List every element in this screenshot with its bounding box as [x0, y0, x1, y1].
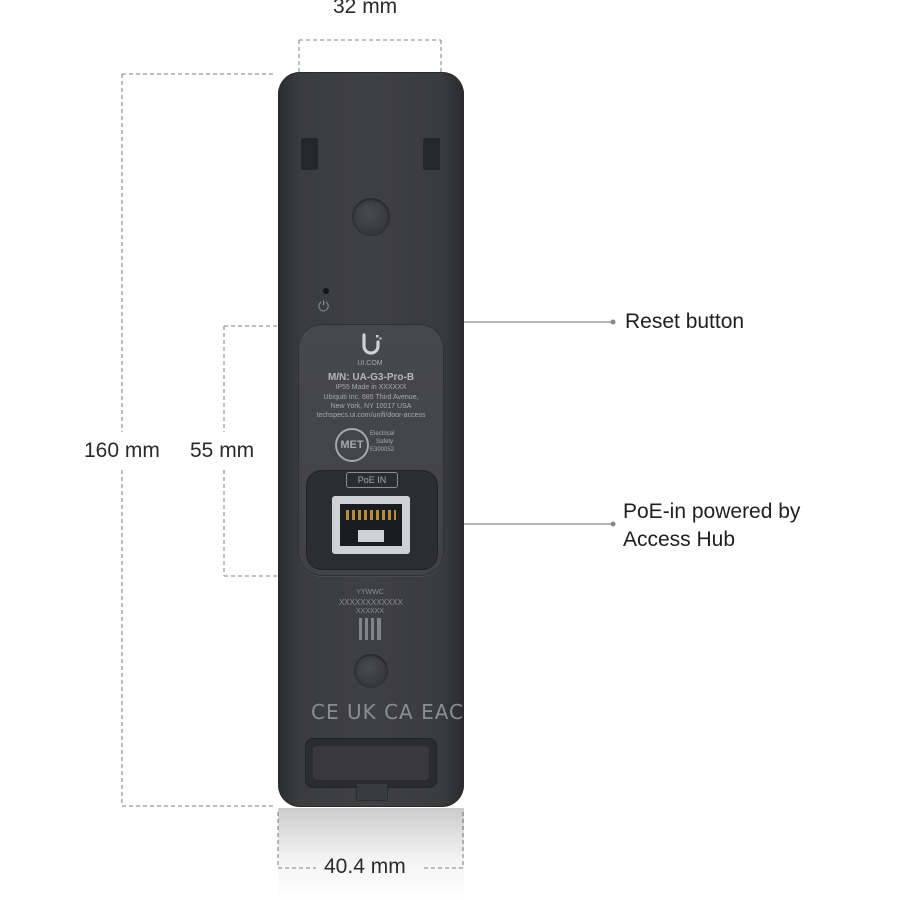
model-text: M/N: UA-G3-Pro-B — [327, 372, 415, 383]
dimension-plate-height: 55 mm — [190, 439, 255, 462]
dimension-top-width: 32 mm — [333, 0, 398, 18]
dimension-bottom-width: 40.4 mm — [324, 855, 406, 878]
bottom-width-bracket — [277, 812, 464, 869]
met-sub-3: E300052 — [370, 447, 395, 453]
dimension-height: 160 mm — [84, 439, 160, 462]
serial-line-2: XXXXXXXXXXXX — [338, 598, 404, 607]
rating-text: IP55 Made in XXXXXX — [335, 384, 407, 391]
address-line-2: New York, NY 10017 USA — [330, 403, 412, 410]
qr-code — [359, 618, 381, 640]
poe-callout-line-2: Access Hub — [623, 528, 736, 551]
rj45-latch — [358, 530, 384, 542]
poe-in-tag: PoE IN — [346, 472, 398, 488]
rj45-port[interactable] — [332, 496, 410, 554]
compliance-marks: CE UK CA EAC — [311, 700, 465, 724]
poe-callout-line-1: PoE-in powered by — [623, 500, 801, 523]
met-sub-1: Electrical — [370, 431, 395, 437]
mount-slot-left — [301, 138, 318, 170]
serial-line-3: XXXXXX — [355, 608, 384, 615]
met-certification-mark: MET — [335, 428, 369, 462]
specs-url: techspecs.ui.com/unifi/door-access — [316, 412, 426, 419]
brand-text: UI.COM — [357, 360, 383, 367]
address-line-1: Ubiquiti Inc. 685 Third Avenue, — [323, 394, 419, 401]
poe-callout-dot — [610, 521, 616, 527]
bottom-tab — [356, 784, 388, 801]
reset-pinhole[interactable] — [323, 288, 329, 294]
reset-button-callout: Reset button — [625, 310, 745, 333]
device-reflection — [278, 808, 464, 900]
reset-callout-dot — [610, 319, 616, 325]
reset-icon: ⏻ — [318, 298, 330, 314]
bottom-cable-slot-inner — [313, 746, 429, 780]
screw-hole-bottom — [354, 654, 388, 688]
screw-hole-top — [352, 198, 390, 236]
bottom-cable-slot — [305, 738, 437, 788]
rj45-pins — [346, 510, 396, 520]
met-sub-2: Safety — [376, 439, 394, 445]
ubiquiti-logo-icon — [362, 333, 382, 355]
serial-line-1: YYWWC — [356, 589, 384, 596]
mount-slot-right — [423, 138, 440, 170]
height-bracket — [121, 73, 276, 807]
